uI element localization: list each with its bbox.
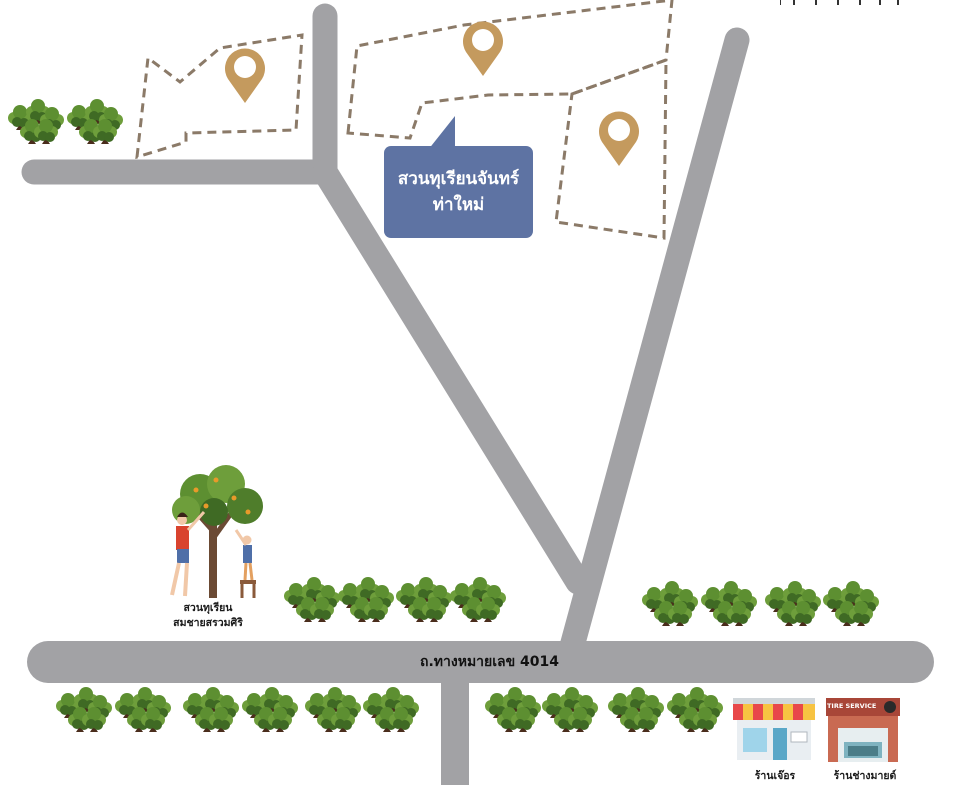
garage-icon bbox=[826, 698, 900, 762]
location-pin-icon[interactable] bbox=[599, 111, 639, 166]
location-pin-icon[interactable] bbox=[463, 21, 503, 77]
bubble-tail bbox=[428, 116, 455, 150]
plot-east bbox=[554, 57, 668, 240]
neighbor-orchard-line-2: สมชายสรวมศิริ bbox=[173, 617, 243, 629]
road-4014-label: ถ.ทางหมายเลข 4014 bbox=[420, 654, 560, 670]
orchard-plots bbox=[135, 0, 674, 240]
shop-2-label: ร้านช่างมายด์ bbox=[833, 770, 897, 782]
shop-icon bbox=[733, 698, 815, 760]
road-east-diagonal bbox=[558, 27, 750, 663]
tire-service-sign: TIRE SERVICE bbox=[827, 702, 877, 710]
road-network bbox=[21, 3, 934, 785]
title-line-2: ท่าใหม่ bbox=[432, 195, 485, 215]
neighbor-orchard-line-1: สวนทุเรียน bbox=[183, 602, 233, 614]
title-line-1: สวนทุเรียนจันทร์ bbox=[397, 169, 520, 189]
neighbor-orchard-label: สวนทุเรียน สมชายสรวมศิริ bbox=[158, 601, 258, 631]
plot-west bbox=[135, 33, 304, 160]
farmer-icon bbox=[170, 465, 263, 598]
road-diagonal-center bbox=[312, 159, 591, 595]
location-pin-icon[interactable] bbox=[225, 48, 265, 104]
orchard-title-bubble[interactable]: สวนทุเรียนจันทร์ ท่าใหม่ bbox=[384, 146, 533, 238]
corner-decoration bbox=[780, 0, 899, 5]
shop-1-label: ร้านเจ๊อร bbox=[754, 770, 796, 782]
